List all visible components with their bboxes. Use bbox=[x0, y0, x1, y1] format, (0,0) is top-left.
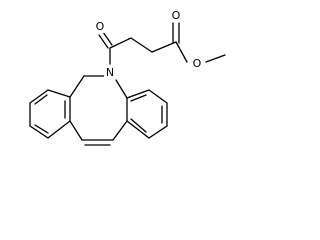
molecule-structure-diagram: N O O O bbox=[29, 9, 226, 146]
bond-ester-carbon-ch2a bbox=[151, 41, 177, 53]
ketone-oxygen-label: O bbox=[96, 20, 105, 33]
left-ring-bond-5 bbox=[47, 120, 71, 139]
bond-ch2b-ketone-carbon bbox=[109, 37, 132, 49]
left-ring-bond-4 bbox=[29, 125, 49, 139]
right-ring-inner-3 bbox=[130, 118, 147, 133]
linker-chain bbox=[109, 37, 177, 53]
left-benzene-ring bbox=[29, 89, 71, 139]
right-ring-bond-1 bbox=[126, 89, 150, 99]
atom-labels: N O O O bbox=[94, 9, 203, 79]
left-ring-inner-1 bbox=[34, 94, 48, 105]
left-ring-inner-2 bbox=[34, 124, 49, 134]
bond-methyl-ether-o bbox=[205, 54, 226, 63]
left-ring-bond-2 bbox=[29, 89, 49, 104]
right-ring-inner-1 bbox=[130, 94, 147, 102]
bond-n-right-ring bbox=[115, 79, 128, 99]
azocine-ring bbox=[69, 75, 128, 146]
ester-group bbox=[172, 22, 226, 63]
bond-ether-o-ester-carbon bbox=[175, 41, 188, 63]
bond-left-ring-vinyl bbox=[69, 120, 83, 141]
nitrogen-atom-label: N bbox=[106, 66, 114, 79]
right-ring-bond-5 bbox=[126, 120, 150, 139]
bond-ketone-double-b bbox=[102, 31, 113, 46]
bond-ch2-left-ring bbox=[69, 75, 85, 98]
bond-vinyl-right-ring bbox=[112, 120, 128, 141]
bond-ch2a-ch2b bbox=[130, 37, 153, 53]
bond-ketone-double-a bbox=[98, 34, 109, 49]
right-benzene-ring bbox=[126, 89, 168, 139]
ester-ether-oxygen-label: O bbox=[193, 57, 202, 70]
ester-carbonyl-oxygen-label: O bbox=[172, 9, 181, 22]
right-ring-bond-2 bbox=[148, 89, 168, 104]
amide-carbonyl bbox=[98, 31, 113, 65]
right-ring-bond-4 bbox=[148, 125, 168, 139]
left-ring-bond-1 bbox=[47, 89, 71, 98]
